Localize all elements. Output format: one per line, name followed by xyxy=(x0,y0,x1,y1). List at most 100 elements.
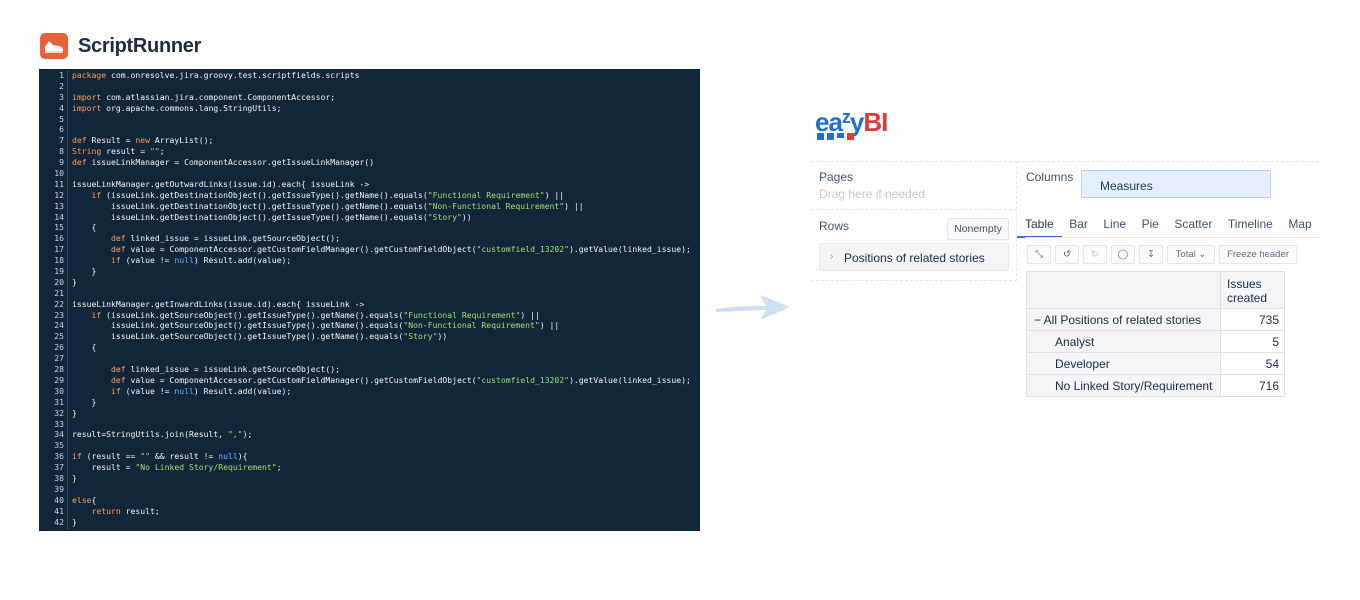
code-text[interactable]: def value = ComponentAccessor.getCustomF… xyxy=(110,374,691,385)
rows-dimension-chip[interactable]: › Positions of related stories xyxy=(819,243,1009,271)
code-text[interactable]: } xyxy=(72,516,77,527)
code-text[interactable]: package com.onresolve.jira.groovy.test.s… xyxy=(72,70,360,80)
code-line[interactable]: 33 xyxy=(39,419,700,430)
nonempty-button[interactable]: Nonempty xyxy=(947,218,1009,240)
row-label-all[interactable]: − All Positions of related stories xyxy=(1026,308,1221,331)
code-text[interactable]: import com.atlassian.jira.component.Comp… xyxy=(72,91,336,102)
pages-section[interactable]: Pages Drag here if needed xyxy=(811,161,1017,209)
redo-icon[interactable]: ↻ xyxy=(1083,245,1107,264)
total-dropdown[interactable]: Total ⌄ xyxy=(1167,245,1215,264)
code-text[interactable]: issueLinkManager.getOutwardLinks(issue.i… xyxy=(72,178,370,189)
code-line[interactable]: 30 if (value != null) Result.add(value); xyxy=(39,386,700,397)
code-text[interactable]: issueLink.getDestinationObject().getIssu… xyxy=(72,200,584,211)
code-text[interactable]: else{ xyxy=(72,494,97,505)
code-text[interactable]: def linked_issue = issueLink.getSourceOb… xyxy=(110,233,341,244)
code-text[interactable]: result=StringUtils.join(Result, ","); xyxy=(72,429,253,440)
code-text[interactable]: issueLink.getSourceObject().getIssueType… xyxy=(72,320,560,331)
code-line[interactable]: 25 issueLink.getSourceObject().getIssueT… xyxy=(39,331,700,342)
freeze-header-button[interactable]: Freeze header xyxy=(1219,245,1297,264)
code-text[interactable]: } xyxy=(72,266,97,277)
code-line[interactable]: 38} xyxy=(39,473,700,484)
tab-pie[interactable]: Pie xyxy=(1141,217,1159,231)
tab-bar[interactable]: Bar xyxy=(1069,217,1088,231)
code-text[interactable]: result = "No Linked Story/Requirement"; xyxy=(72,462,282,473)
code-line[interactable]: 39 xyxy=(39,484,700,495)
code-text[interactable]: } xyxy=(72,472,77,483)
code-line[interactable]: 14 issueLink.getDestinationObject().getI… xyxy=(39,212,700,223)
code-text[interactable]: issueLink.getDestinationObject().getIssu… xyxy=(72,211,472,222)
code-text[interactable]: } xyxy=(72,407,77,418)
code-text[interactable]: import org.apache.commons.lang.StringUti… xyxy=(72,102,282,113)
code-line[interactable]: 10 xyxy=(39,168,700,179)
code-text[interactable]: issueLink.getSourceObject().getIssueType… xyxy=(72,331,448,342)
comment-icon[interactable]: ◯ xyxy=(1111,245,1135,264)
code-text[interactable]: def value = ComponentAccessor.getCustomF… xyxy=(110,244,691,255)
tab-table[interactable]: Table xyxy=(1017,217,1062,238)
code-line[interactable]: 42} xyxy=(39,517,700,528)
row-label[interactable]: Developer xyxy=(1026,352,1221,375)
code-line[interactable]: 35 xyxy=(39,440,700,451)
code-line[interactable]: 5 xyxy=(39,114,700,125)
tab-timeline[interactable]: Timeline xyxy=(1227,217,1273,231)
code-text[interactable]: issueLinkManager.getInwardLinks(issue.id… xyxy=(72,298,365,309)
export-icon[interactable]: ↧ xyxy=(1139,245,1163,264)
code-line[interactable]: 41 return result; xyxy=(39,506,700,517)
code-line[interactable]: 29 def value = ComponentAccessor.getCust… xyxy=(39,375,700,386)
tab-map[interactable]: Map xyxy=(1288,217,1312,231)
code-text[interactable]: if (value != null) Result.add(value); xyxy=(110,255,292,266)
code-line[interactable]: 13 issueLink.getDestinationObject().getI… xyxy=(39,201,700,212)
rows-section[interactable]: Rows Nonempty › Positions of related sto… xyxy=(811,209,1017,281)
code-line[interactable]: 24 issueLink.getSourceObject().getIssueT… xyxy=(39,320,700,331)
row-label[interactable]: Analyst xyxy=(1026,330,1221,353)
code-line[interactable]: 27 xyxy=(39,353,700,364)
code-line[interactable]: 23 if (issueLink.getSourceObject().getIs… xyxy=(39,310,700,321)
code-text[interactable]: { xyxy=(72,222,97,233)
code-line[interactable]: 28 def linked_issue = issueLink.getSourc… xyxy=(39,364,700,375)
code-text[interactable]: } xyxy=(72,396,97,407)
code-text[interactable]: def Result = new ArrayList(); xyxy=(72,135,214,146)
code-text[interactable]: return result; xyxy=(91,505,160,516)
code-line[interactable]: 19 } xyxy=(39,266,700,277)
code-line[interactable]: 32} xyxy=(39,408,700,419)
code-line[interactable]: 2 xyxy=(39,81,700,92)
code-line[interactable]: 18 if (value != null) Result.add(value); xyxy=(39,255,700,266)
code-line[interactable]: 12 if (issueLink.getDestinationObject().… xyxy=(39,190,700,201)
undo-icon[interactable]: ↺ xyxy=(1055,245,1079,264)
code-text[interactable]: String result = ""; xyxy=(72,146,165,157)
swap-axes-icon[interactable]: ⤡ xyxy=(1027,245,1051,264)
code-text[interactable]: } xyxy=(72,276,77,287)
code-line[interactable]: 15 { xyxy=(39,222,700,233)
code-text[interactable]: if (issueLink.getDestinationObject().get… xyxy=(91,189,565,200)
code-line[interactable]: 37 result = "No Linked Story/Requirement… xyxy=(39,462,700,473)
code-text[interactable]: if (value != null) Result.add(value); xyxy=(110,385,292,396)
code-line[interactable]: 21 xyxy=(39,288,700,299)
code-text[interactable]: if (issueLink.getSourceObject().getIssue… xyxy=(91,309,540,320)
code-line[interactable]: 16 def linked_issue = issueLink.getSourc… xyxy=(39,233,700,244)
tab-line[interactable]: Line xyxy=(1103,217,1127,231)
measures-chip[interactable]: Measures xyxy=(1081,170,1271,198)
code-text[interactable]: if (result == "" && result != null){ xyxy=(72,451,248,462)
row-label[interactable]: No Linked Story/Requirement xyxy=(1026,374,1221,397)
code-text[interactable]: def linked_issue = issueLink.getSourceOb… xyxy=(110,364,341,375)
code-line[interactable]: 20} xyxy=(39,277,700,288)
code-text[interactable]: { xyxy=(72,342,97,353)
tab-scatter[interactable]: Scatter xyxy=(1174,217,1213,231)
code-line[interactable]: 26 { xyxy=(39,342,700,353)
code-line[interactable]: 17 def value = ComponentAccessor.getCust… xyxy=(39,244,700,255)
columns-section[interactable]: Columns Measures xyxy=(1017,161,1319,209)
code-text[interactable]: def issueLinkManager = ComponentAccessor… xyxy=(72,157,375,168)
